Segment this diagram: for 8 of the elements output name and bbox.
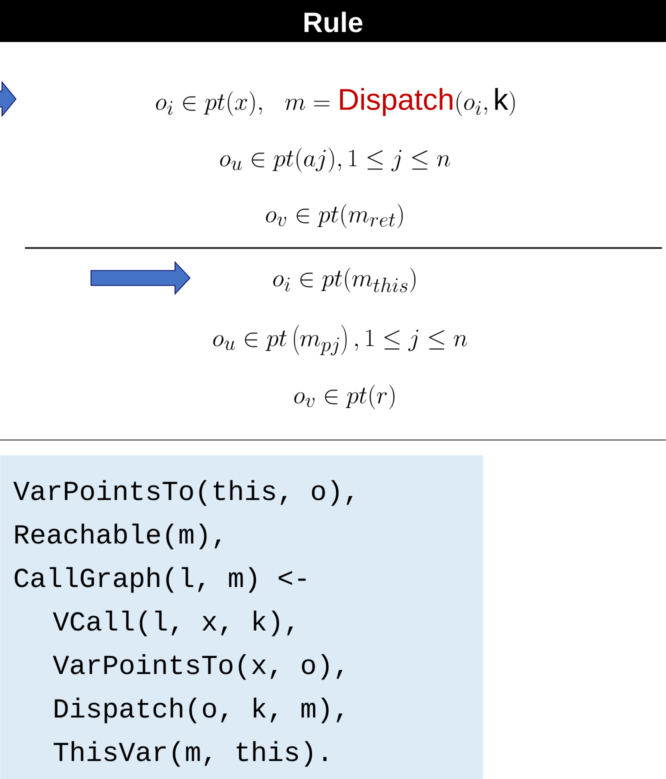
rule-formula: $o_v \in pt(r)$ [294,384,394,410]
rule-formula: $o_v \in pt(m_{ret})$ [266,204,403,228]
rule-formula: $o_u \in pt(aj), 1 \leq j \leq n$ [220,148,450,172]
rule-formula: $o_u \in pt\left(m_{pj}\right), 1 \leq j \leq n$ [213,324,468,356]
code-block: VarPointsTo(this, o), Reachable(m), CallGraph(l, m) <- VCall(l, x, k), VarPointsTo(x, o), Dispatch(o, k, m), ThisVar(m, this). [0,455,484,779]
rule-formula: $o_i \in pt(m_{this})$ [273,268,416,292]
rule-formula: $o_i \in pt(x),\ \ m = \textcolor[HTML]{C00000}{\mathrm{Dispatch}}(o_i, \mathrm{k})$ [156,88,515,116]
title-band: Rule [0,0,666,42]
